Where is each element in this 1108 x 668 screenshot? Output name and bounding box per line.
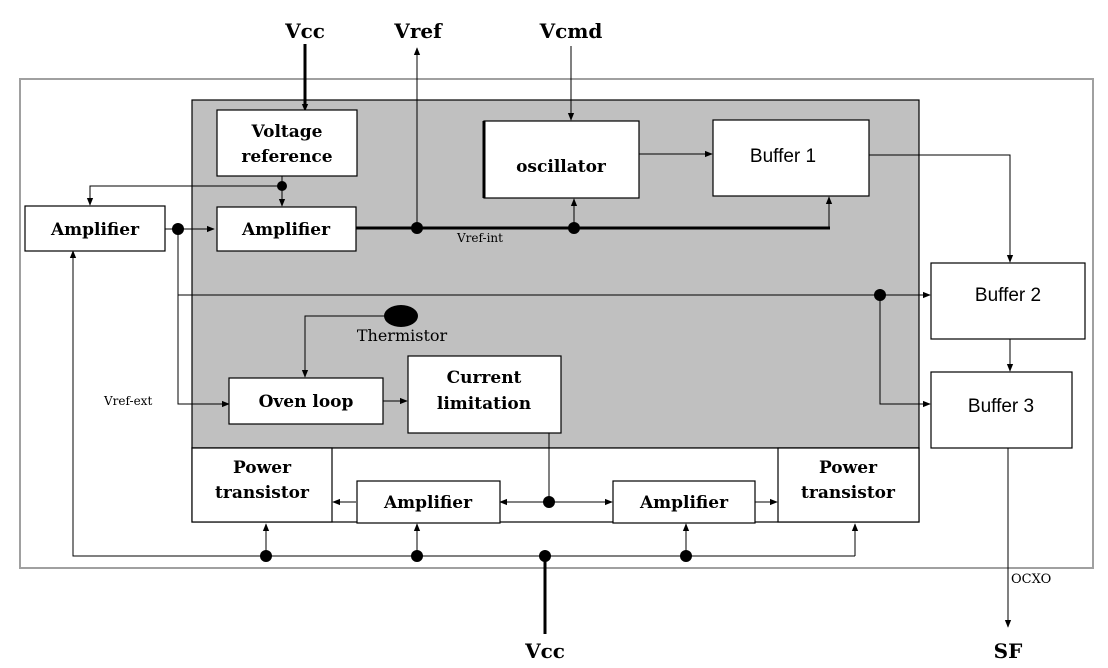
amplifier-outer-block: Amplifier [24,205,166,252]
vcc-top-label: Vcc [284,19,325,43]
svg-text:Buffer 2: Buffer 2 [975,285,1041,306]
buffer2-block: Buffer 2 [930,262,1086,340]
oscillator-block: oscillator [482,120,640,199]
vref-ext-label: Vref-ext [103,394,152,408]
svg-text:oscillator: oscillator [516,157,607,177]
svg-text:Oven loop: Oven loop [259,392,354,412]
thermistor-label: Thermistor [357,326,448,345]
svg-text:transistor: transistor [215,483,310,503]
svg-text:reference: reference [241,147,332,167]
svg-text:Voltage: Voltage [251,122,323,142]
svg-text:Amplifier: Amplifier [639,493,729,513]
sf-bottom-label: SF [994,639,1023,663]
svg-text:Amplifier: Amplifier [50,220,140,240]
vcc-bottom-label: Vcc [524,639,565,663]
svg-text:Amplifier: Amplifier [241,220,331,240]
power-transistor-left-block: Power transistor [191,447,333,523]
vref-int-label: Vref-int [456,231,503,245]
oven-loop-block: Oven loop [228,377,384,425]
vcmd-top-label: Vcmd [539,19,603,43]
thermistor-icon [384,305,418,327]
buffer3-block: Buffer 3 [930,371,1073,449]
svg-text:limitation: limitation [437,394,531,414]
svg-text:transistor: transistor [801,483,896,503]
voltage-reference-block: Voltage reference [216,109,358,177]
svg-text:Buffer 1: Buffer 1 [750,146,816,167]
svg-text:Amplifier: Amplifier [383,493,473,513]
current-limitation-block: Current limitation [407,355,562,434]
svg-text:Buffer 3: Buffer 3 [968,396,1034,417]
power-transistor-right-block: Power transistor [777,447,920,523]
amplifier-inner-block: Amplifier [216,206,357,252]
svg-text:Power: Power [233,458,292,478]
svg-text:Current: Current [447,368,522,388]
buffer1-block: Buffer 1 [712,119,870,197]
vref-top-label: Vref [393,19,443,43]
svg-text:Power: Power [819,458,878,478]
amplifier-bottom-left-block: Amplifier [356,480,501,524]
amplifier-bottom-right-block: Amplifier [612,480,756,524]
ocxo-label: OCXO [1011,572,1051,587]
